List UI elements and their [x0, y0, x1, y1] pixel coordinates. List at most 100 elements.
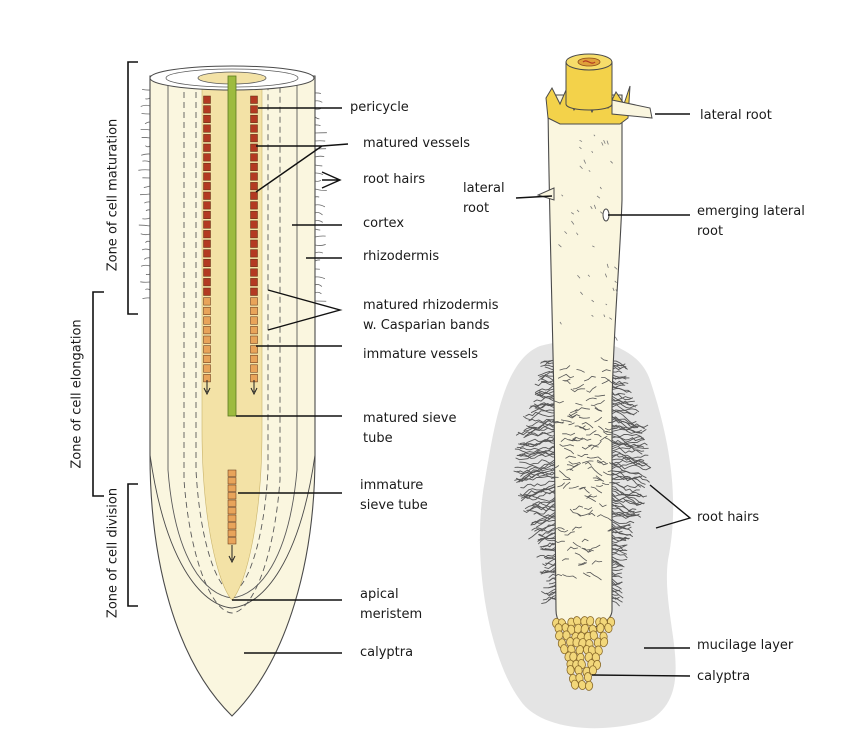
sieve-cell — [227, 529, 237, 537]
vessel-cell — [250, 153, 258, 162]
vessel-cell — [250, 201, 258, 210]
sieve-cell — [227, 477, 237, 485]
label-immature-vessels: immature vessels — [363, 347, 479, 362]
sieve-arrow — [228, 545, 236, 564]
vessel-cell — [203, 124, 211, 133]
label-apical-meristem: apical meristem — [360, 587, 423, 622]
vessel-cell — [250, 326, 258, 335]
vessel-cell — [203, 287, 211, 296]
sieve-cell — [227, 522, 237, 530]
calyptra-cell — [586, 616, 595, 627]
immature-sieve-tube — [227, 469, 237, 545]
vessel-arrow-right — [250, 380, 258, 396]
vessel-cell — [203, 306, 211, 315]
vessel-cell — [250, 105, 258, 114]
bracket-maturation — [127, 61, 138, 315]
vessel-cell — [203, 335, 211, 344]
calyptra-cells — [552, 616, 616, 691]
calyptra-cell — [599, 637, 609, 648]
vessel-cell — [203, 143, 211, 152]
vessel-cell — [250, 230, 258, 239]
vessel-cell — [203, 153, 211, 162]
label-calyptra-left: calyptra — [360, 645, 414, 660]
vessel-cell — [203, 95, 211, 104]
sieve-cell — [227, 492, 237, 500]
zone-division-label: Zone of cell division — [105, 487, 121, 619]
vessel-cell — [203, 297, 211, 306]
left-leader-lines — [232, 107, 349, 654]
label-matured-sieve-tube: matured sieve tube — [363, 411, 457, 446]
calyptra-cell — [585, 680, 594, 691]
vessel-cell — [203, 354, 211, 363]
vessel-cell — [250, 134, 258, 143]
external-root-view — [479, 53, 692, 729]
calyptra-cell — [583, 672, 592, 683]
right-root-hairs-front — [551, 357, 624, 581]
vessel-cell — [250, 297, 258, 306]
label-emerging-lateral-root: emerging lateral root — [697, 204, 805, 239]
vessel-cell — [203, 114, 211, 123]
calyptra-boundary — [149, 454, 316, 609]
longitudinal-root-section — [92, 61, 349, 717]
vessel-cell — [250, 316, 258, 325]
vessel-cell — [250, 182, 258, 191]
vessel-cell — [203, 364, 211, 373]
calyptra-cell — [604, 623, 613, 633]
vessel-cell — [250, 345, 258, 354]
label-rhizodermis: rhizodermis — [363, 249, 440, 264]
vessel-cell — [250, 124, 258, 133]
vessel-cell — [250, 95, 258, 104]
sieve-cell — [227, 469, 237, 477]
sieve-cell — [227, 514, 237, 522]
label-lateral-root-side: lateral root — [463, 181, 505, 216]
label-casparian: matured rhizodermis w. Casparian bands — [363, 298, 499, 333]
vessel-cell — [203, 220, 211, 229]
label-cortex: cortex — [363, 216, 405, 231]
vessel-cell — [250, 364, 258, 373]
vessel-cell — [203, 345, 211, 354]
vessel-cell — [250, 335, 258, 344]
vessel-cell — [203, 326, 211, 335]
vessel-cell — [203, 230, 211, 239]
vessel-cell — [250, 172, 258, 181]
vessel-cell — [250, 220, 258, 229]
right-root-hairs — [513, 359, 652, 607]
bracket-elongation — [92, 291, 104, 497]
vessel-cell — [250, 306, 258, 315]
calyptra-cell — [594, 645, 603, 656]
label-matured-vessels: matured vessels — [363, 136, 471, 151]
vessel-cell — [250, 191, 258, 200]
vessel-cell — [250, 114, 258, 123]
vessel-cell — [250, 258, 258, 267]
label-pericycle: pericycle — [350, 100, 409, 115]
endodermis-boundary-outer — [183, 82, 281, 614]
label-root-hairs-right: root hairs — [697, 510, 760, 525]
label-calyptra-right: calyptra — [697, 669, 751, 684]
vessel-cell — [203, 278, 211, 287]
vessel-cell — [250, 249, 258, 258]
sieve-cell — [227, 499, 237, 507]
zone-maturation-label: Zone of cell maturation — [105, 118, 121, 272]
vessel-arrow-left — [203, 380, 211, 396]
vessel-cell — [250, 268, 258, 277]
vessel-cell — [250, 143, 258, 152]
vessel-cell — [250, 354, 258, 363]
lateral-root-side-branch — [536, 187, 555, 201]
vessel-cell — [203, 172, 211, 181]
vessel-cell — [203, 134, 211, 143]
label-immature-sieve-tube: immature sieve tube — [360, 478, 428, 513]
vessel-cell — [250, 287, 258, 296]
vessel-cell — [203, 191, 211, 200]
sieve-cell — [227, 507, 237, 515]
vessel-cell — [250, 162, 258, 171]
vessel-cell — [250, 210, 258, 219]
vessel-cell — [203, 201, 211, 210]
sieve-cell — [227, 537, 237, 545]
sieve-cell — [227, 484, 237, 492]
matured-sieve-tube — [227, 75, 237, 417]
label-lateral-root-top: lateral root — [700, 108, 772, 123]
zone-elongation-label: Zone of cell elongation — [69, 319, 85, 469]
surface-marks — [558, 134, 618, 341]
right-leader-lines — [515, 113, 692, 677]
